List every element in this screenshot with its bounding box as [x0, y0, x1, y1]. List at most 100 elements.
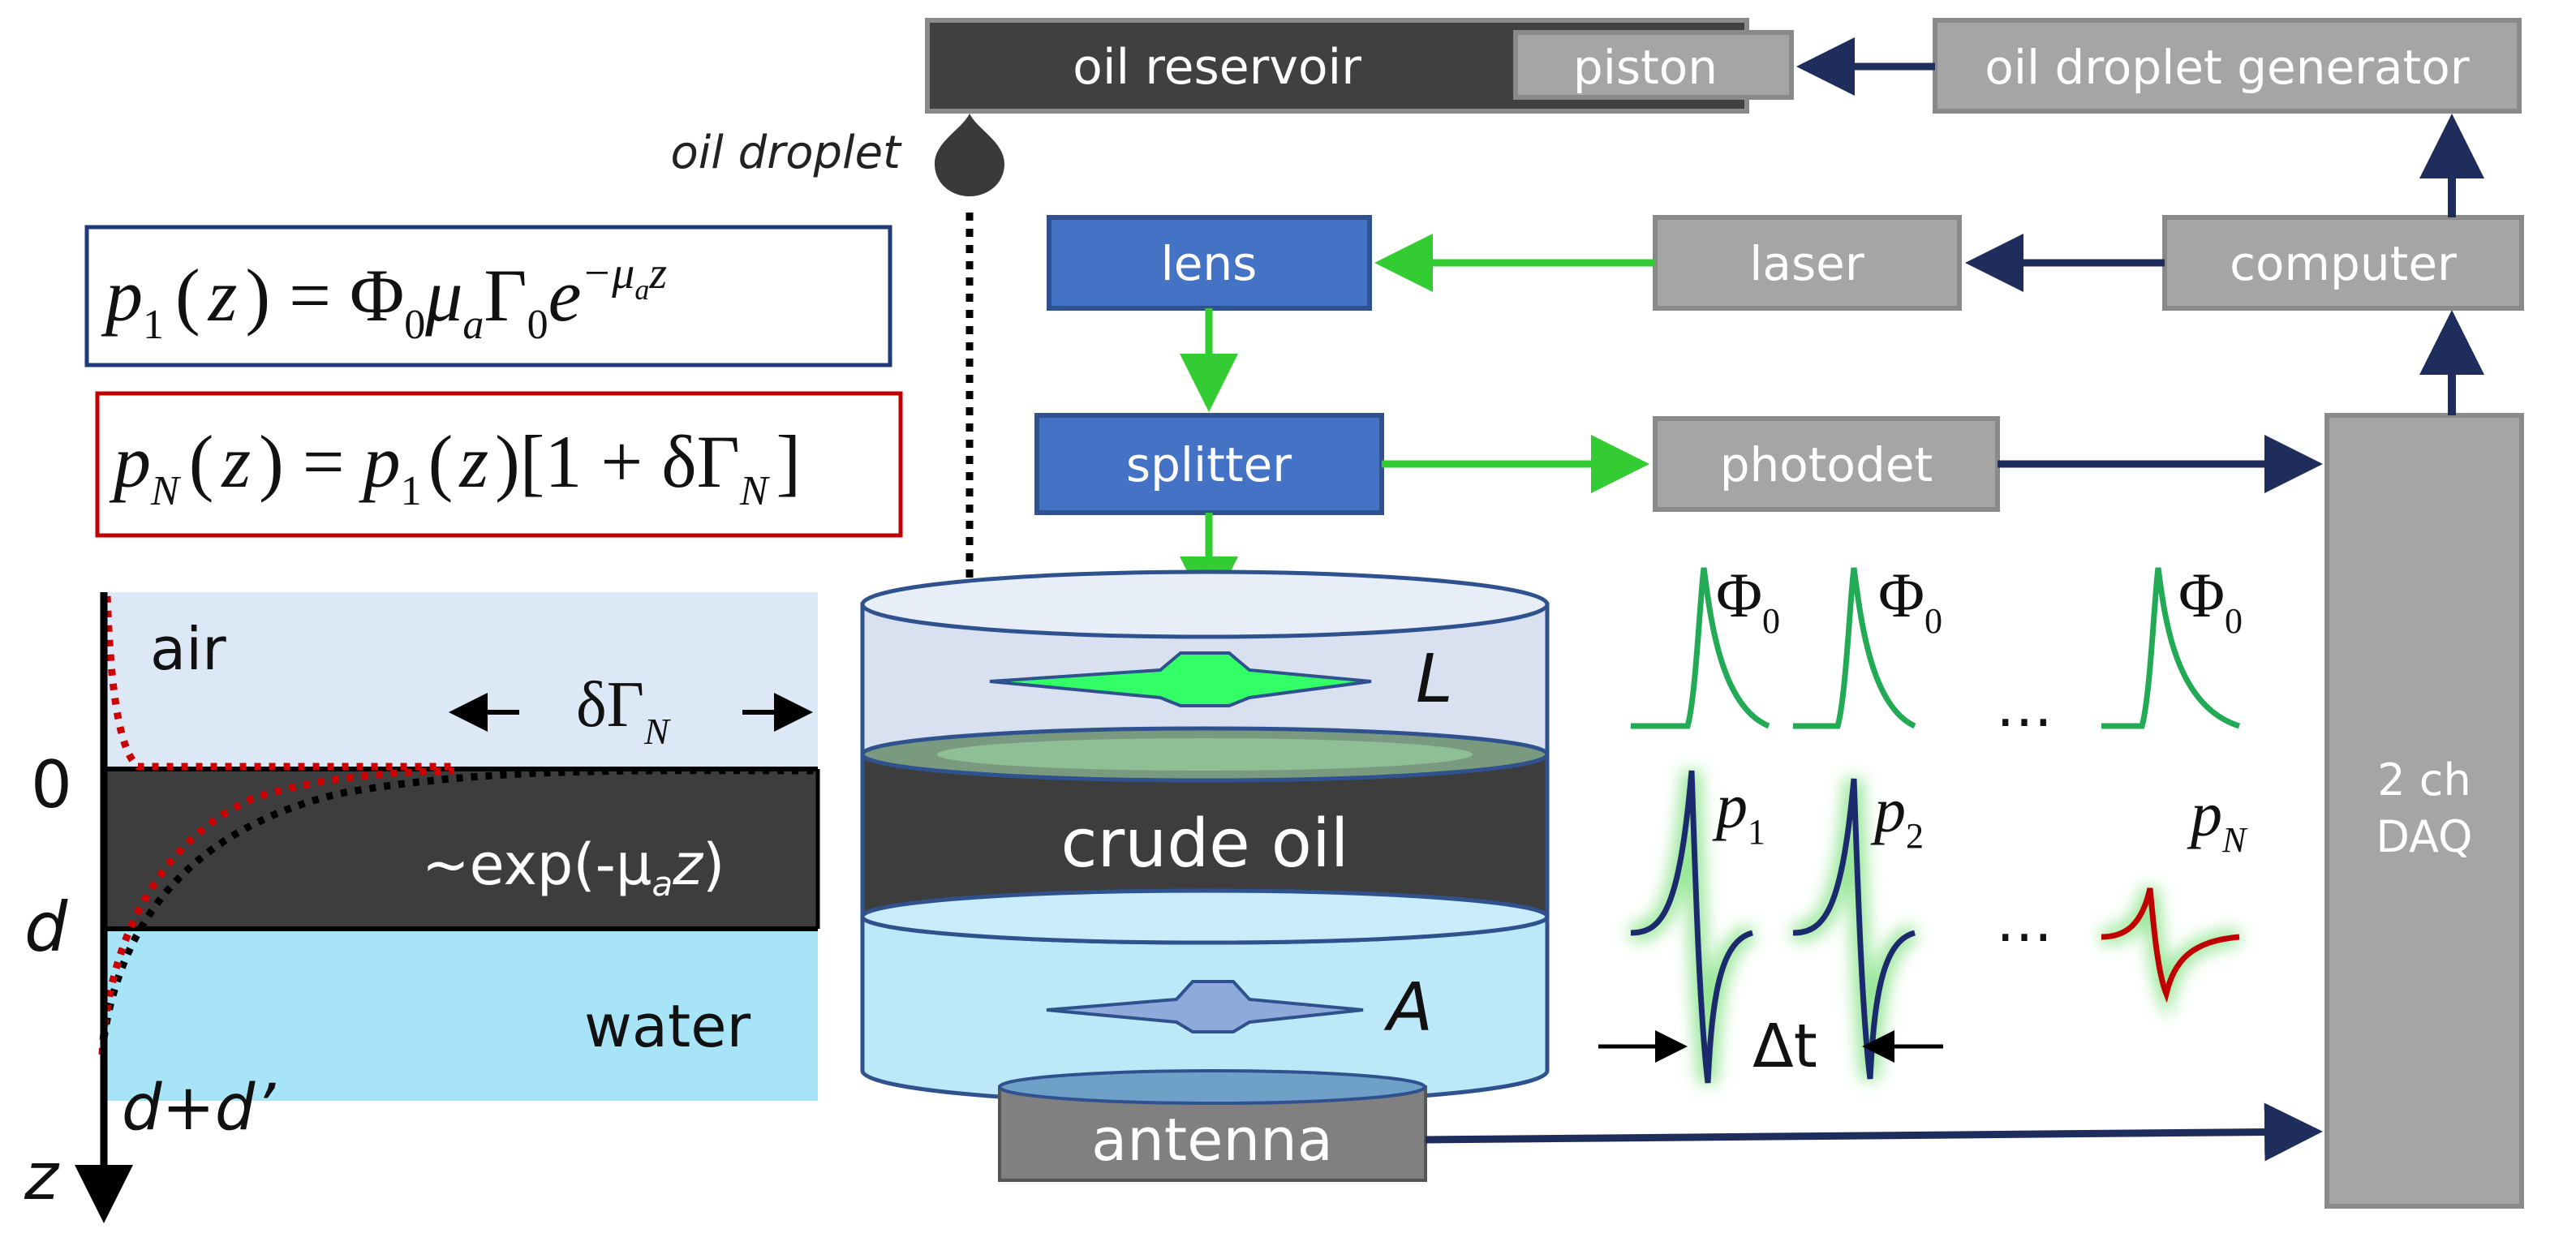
- zero-label: 0: [31, 747, 72, 823]
- eq2-rest1: (: [189, 420, 214, 503]
- exp-z: z: [672, 831, 704, 898]
- oil-droplet-generator-label: oil droplet generator: [1985, 40, 2469, 95]
- eq1-sub0: 0: [404, 302, 425, 348]
- red-dotted-curve-upper: [103, 595, 454, 771]
- oil-droplet-label: oil droplet: [670, 127, 902, 179]
- air-label: air: [150, 615, 226, 683]
- exp-sub: a: [652, 864, 673, 904]
- black-dotted-curve: [100, 767, 819, 1039]
- eq2-rest2: ) =: [259, 420, 363, 503]
- eq2-p: p: [109, 420, 151, 503]
- svg-text:pN(z) = p1(z)[1 + δΓN]: pN(z) = p1(z)[1 + δΓN]: [109, 420, 801, 514]
- p-label-N: p: [2187, 779, 2222, 849]
- svg-text:δΓN: δΓN: [576, 669, 671, 752]
- eq1-gamma: Γ: [484, 254, 527, 337]
- svg-text:Φ0: Φ0: [2178, 560, 2243, 641]
- phi-label-2: Φ: [1878, 560, 1924, 630]
- eq2-rest4: )[1 + δΓ: [495, 420, 740, 503]
- phi-sub-2: 0: [1924, 601, 1942, 641]
- acoustic-pulse-ellipsis: …: [1996, 888, 2053, 955]
- eq1-exp-z: z: [648, 248, 667, 299]
- eq2-sub: N: [150, 468, 182, 514]
- daq-label-line2: DAQ: [2376, 811, 2472, 862]
- L-label: L: [1416, 641, 1453, 718]
- acoustic-pulse-N: pN: [2101, 779, 2248, 1020]
- eq2-rest5: ]: [776, 420, 802, 503]
- oil-layer: [104, 769, 818, 929]
- eq2-z2: z: [458, 420, 488, 503]
- eq1-rest1: (: [175, 254, 200, 337]
- laser-box: laser: [1653, 215, 1962, 311]
- oil-droplet-generator-box: oil droplet generator: [1933, 18, 2522, 114]
- light-beam-shape: [989, 651, 1372, 707]
- photodet-box: photodet: [1653, 416, 2000, 512]
- svg-text:p1(z) = Φ0μaΓ0e−μaz: p1(z) = Φ0μaΓ0e−μaz: [101, 248, 667, 348]
- d-label: d: [24, 887, 68, 967]
- eq1-exp: −μ: [581, 248, 634, 299]
- delta-gamma-sub: N: [643, 711, 671, 752]
- eq2-rest3: (: [428, 420, 454, 503]
- lens-box: lens: [1047, 215, 1372, 311]
- p-label-2: p: [1870, 775, 1906, 845]
- water-layer: [104, 929, 818, 1101]
- A-label: A: [1383, 969, 1433, 1046]
- delta-gamma-label: δΓ: [576, 669, 644, 741]
- laser-pulse-ellipsis: …: [1996, 673, 2053, 740]
- laser-pulse-N: Φ0: [2101, 560, 2243, 729]
- d-plus-label: d+d’: [122, 1072, 276, 1145]
- exp-prefix: ~exp(-μ: [422, 831, 652, 898]
- laser-pulse-1: Φ0: [1631, 560, 1780, 729]
- laser-pulse-2: Φ0: [1793, 560, 1942, 729]
- acoustic-pulse-2: p2: [1792, 775, 1924, 1081]
- piston-label: piston: [1573, 40, 1718, 95]
- acoustic-pulse-1: p1: [1630, 770, 1765, 1085]
- svg-text:~exp(-μaz): ~exp(-μaz): [422, 831, 725, 904]
- red-dotted-curve-lower: [98, 767, 455, 1055]
- phi-label-N: Φ: [2178, 560, 2225, 630]
- eq1-exp-sub: a: [634, 273, 649, 306]
- lens-label: lens: [1161, 236, 1258, 291]
- phi-sub-N: 0: [2225, 601, 2243, 641]
- svg-text:pN: pN: [2187, 779, 2248, 860]
- splitter-label: splitter: [1126, 437, 1292, 492]
- p-sub-1: 1: [1748, 812, 1765, 852]
- eq2-sub3: N: [739, 468, 771, 514]
- crude-oil-label: crude oil: [1060, 806, 1348, 883]
- exp-close: ): [703, 831, 725, 898]
- depth-profile: air water ~exp(-μaz) δΓN 0 d d+d’ z: [24, 592, 820, 1223]
- p-label-1: p: [1712, 771, 1748, 841]
- piston-box: piston: [1513, 30, 1794, 100]
- sample-cylinder: crude oil L A: [860, 569, 1550, 1106]
- photodet-label: photodet: [1720, 437, 1933, 492]
- computer-box: computer: [2162, 215, 2524, 311]
- laser-label: laser: [1749, 236, 1864, 291]
- eq1-gamma-sub: 0: [527, 302, 548, 348]
- z-label: z: [24, 1139, 60, 1214]
- equation-box-2: pN(z) = p1(z)[1 + δΓN]: [95, 391, 903, 538]
- eq1-z: z: [207, 254, 238, 337]
- daq-box: 2 ch DAQ: [2324, 413, 2524, 1209]
- eq1-p: p: [101, 254, 143, 337]
- phi-sub-1: 0: [1762, 601, 1780, 641]
- eq2-p2: p: [359, 420, 401, 503]
- daq-label-line1: 2 ch: [2377, 754, 2471, 806]
- antenna-box: antenna: [998, 1069, 1427, 1182]
- antenna-label: antenna: [1091, 1106, 1333, 1174]
- oil-droplet-shape: [935, 114, 1004, 196]
- svg-text:Φ0: Φ0: [1716, 560, 1780, 641]
- svg-text:Φ0: Φ0: [1878, 560, 1942, 641]
- eq2-sub2: 1: [401, 468, 422, 514]
- p-sub-2: 2: [1906, 816, 1924, 856]
- eq1-e: e: [548, 254, 582, 337]
- svg-text:p1: p1: [1712, 771, 1765, 852]
- arrow-antenna-to-daq: [1425, 1102, 2323, 1162]
- phi-label-1: Φ: [1716, 560, 1762, 630]
- eq1-mu-sub: a: [462, 302, 484, 348]
- eq1-sub: 1: [143, 302, 164, 348]
- eq2-z: z: [220, 420, 251, 503]
- svg-text:p2: p2: [1870, 775, 1924, 856]
- water-label: water: [584, 992, 751, 1060]
- computer-label: computer: [2230, 236, 2457, 291]
- splitter-box: splitter: [1034, 413, 1384, 515]
- air-layer: [104, 592, 818, 769]
